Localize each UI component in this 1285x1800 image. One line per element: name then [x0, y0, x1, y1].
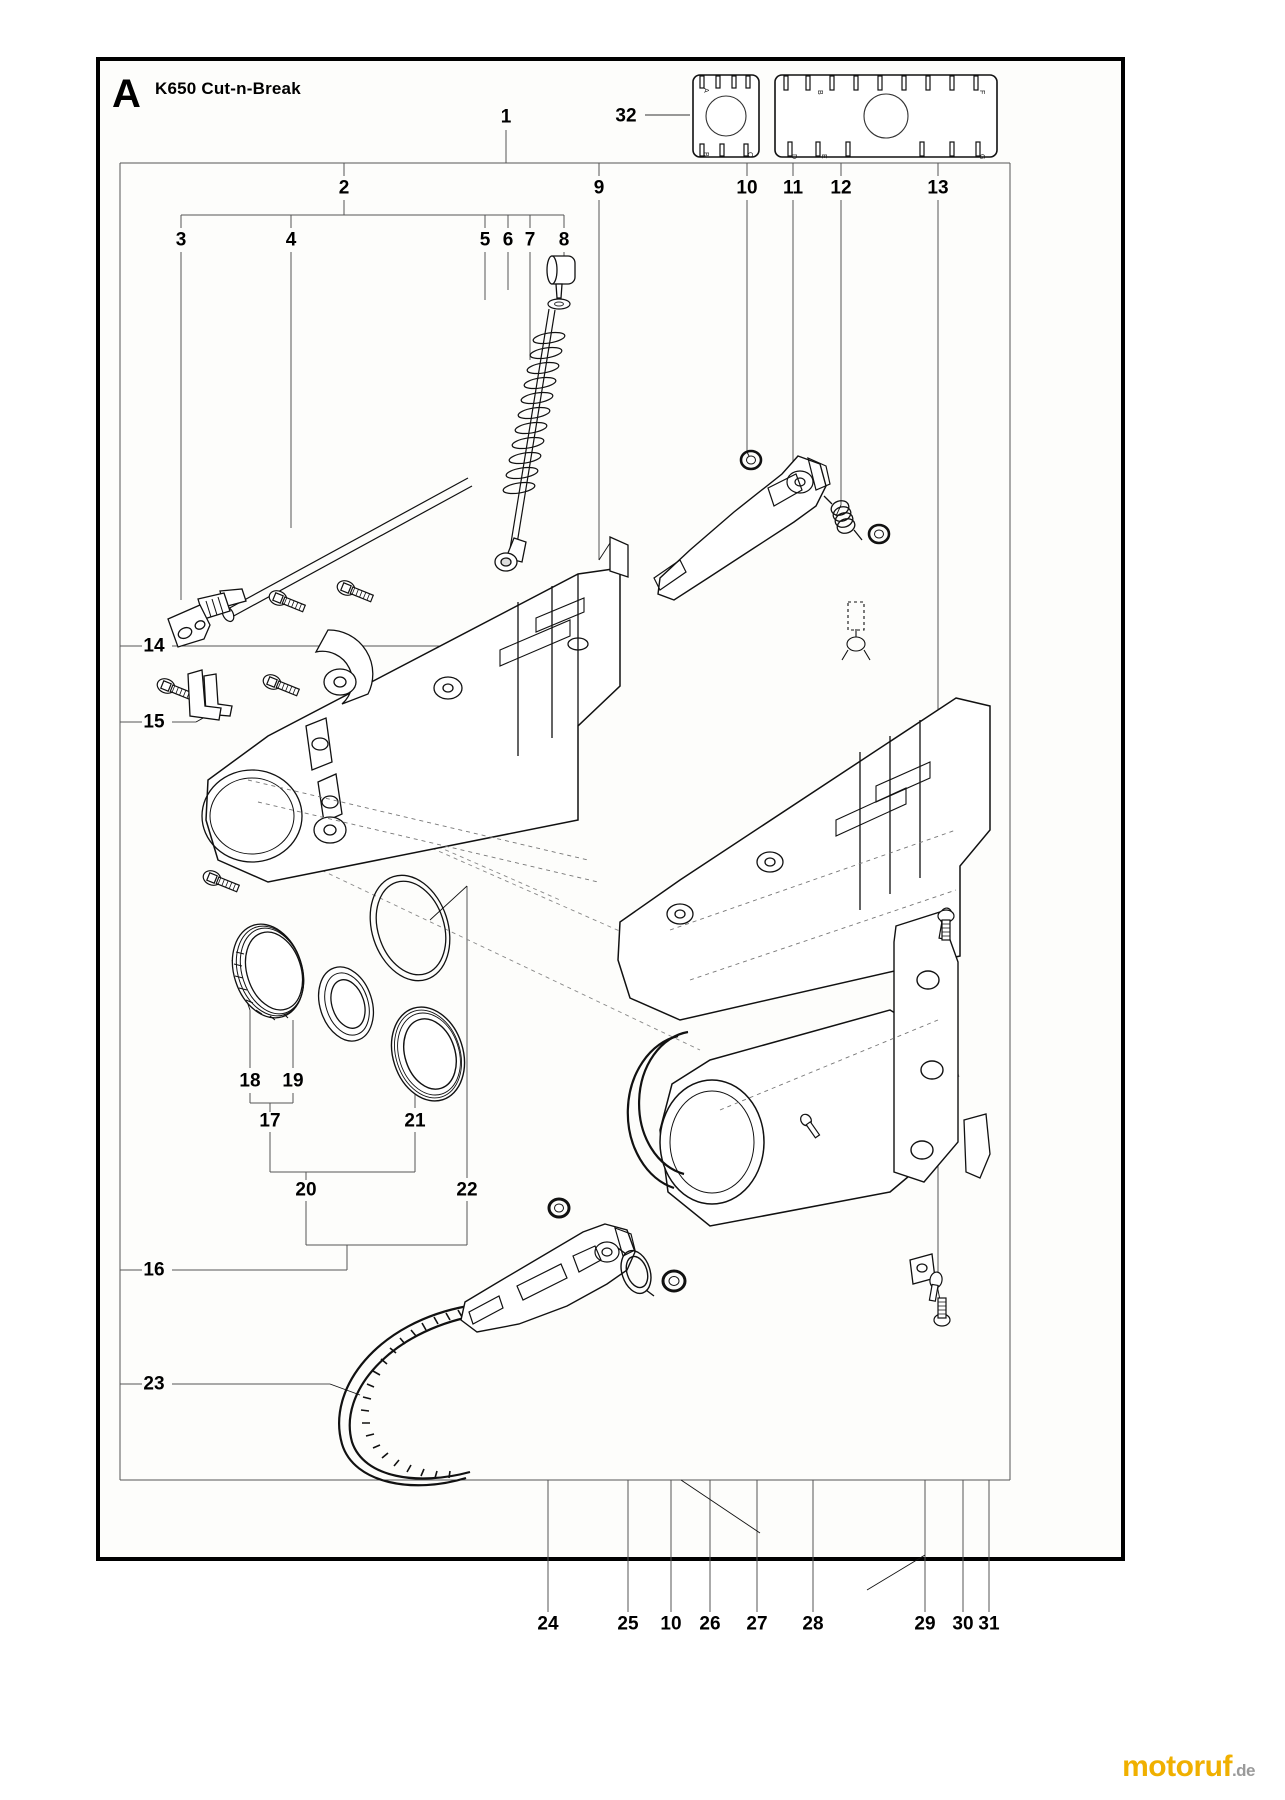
- watermark-sub: .de: [1231, 1761, 1256, 1780]
- callout-29: 29: [914, 1613, 936, 1635]
- callout-17: 17: [259, 1110, 281, 1132]
- svg-text:D: D: [790, 154, 797, 159]
- callout-21: 21: [404, 1110, 426, 1132]
- callout-25: 25: [617, 1613, 639, 1635]
- callout-18: 18: [239, 1070, 261, 1092]
- seal-ring-large: [378, 1000, 478, 1108]
- screw-31: [928, 1290, 958, 1330]
- damper-rod-assembly: [478, 250, 588, 580]
- svg-text:F: F: [978, 90, 985, 94]
- washer-lever: [660, 1268, 688, 1294]
- push-rod-linkage: [160, 585, 270, 655]
- screw-30: [932, 908, 962, 948]
- callout-4: 4: [285, 229, 297, 251]
- svg-text:B: B: [816, 90, 823, 95]
- callout-16: 16: [143, 1259, 165, 1281]
- callout-28: 28: [802, 1613, 824, 1635]
- bearing-seal: [310, 960, 382, 1048]
- callout-5: 5: [479, 229, 491, 251]
- callout-2: 2: [338, 177, 350, 199]
- callout-3: 3: [175, 229, 187, 251]
- callout-19: 19: [282, 1070, 304, 1092]
- watermark: motoruf.de: [1122, 1752, 1255, 1782]
- callout-15: 15: [143, 711, 165, 733]
- callout-12: 12: [830, 177, 852, 199]
- callout-27: 27: [746, 1613, 768, 1635]
- svg-text:C: C: [746, 152, 753, 157]
- callout-32: 32: [615, 105, 637, 127]
- bracket-plate-small: A B C: [690, 72, 762, 160]
- blade-guard-left: [148, 530, 648, 950]
- callout-9: 9: [593, 177, 605, 199]
- linkage-detail-13: [838, 598, 888, 668]
- callout-6: 6: [502, 229, 514, 251]
- plate-letter: A: [112, 72, 141, 116]
- callout-20: 20: [295, 1179, 317, 1201]
- callout-8: 8: [558, 229, 570, 251]
- lock-ring: [222, 918, 314, 1024]
- callout-10-top: 10: [736, 177, 758, 199]
- svg-text:B: B: [702, 152, 709, 157]
- washer-top: [546, 1196, 572, 1220]
- handle-lever: [648, 452, 838, 612]
- watermark-main: motoruf: [1122, 1750, 1232, 1783]
- blade-guard-right: [560, 680, 1010, 1302]
- washer-10-upper: [738, 448, 764, 472]
- drive-belt: [318, 1298, 488, 1498]
- torsion-spring: [818, 492, 868, 548]
- callout-26: 26: [699, 1613, 721, 1635]
- callout-31: 31: [978, 1613, 1000, 1635]
- spring-clip-lever: [612, 1242, 660, 1302]
- callout-24: 24: [537, 1613, 559, 1635]
- seal-ring-inner: [355, 868, 465, 988]
- washer-13-lower: [866, 522, 892, 546]
- callout-13: 13: [927, 177, 949, 199]
- throttle-lever: [455, 1218, 655, 1338]
- callout-14: 14: [143, 635, 165, 657]
- callout-30: 30: [952, 1613, 974, 1635]
- svg-text:A: A: [702, 88, 709, 93]
- svg-text:G: G: [978, 154, 985, 159]
- callout-7: 7: [524, 229, 536, 251]
- callout-23: 23: [143, 1373, 165, 1395]
- callout-11: 11: [782, 177, 804, 199]
- callout-1: 1: [500, 106, 512, 128]
- plate-title: K650 Cut-n-Break: [155, 79, 301, 98]
- callout-10-bottom: 10: [660, 1613, 682, 1635]
- bracket-plate-large: B D E F G: [772, 72, 1000, 160]
- guide-plate-edge: [596, 535, 632, 585]
- callout-22: 22: [456, 1179, 478, 1201]
- svg-text:E: E: [820, 154, 827, 159]
